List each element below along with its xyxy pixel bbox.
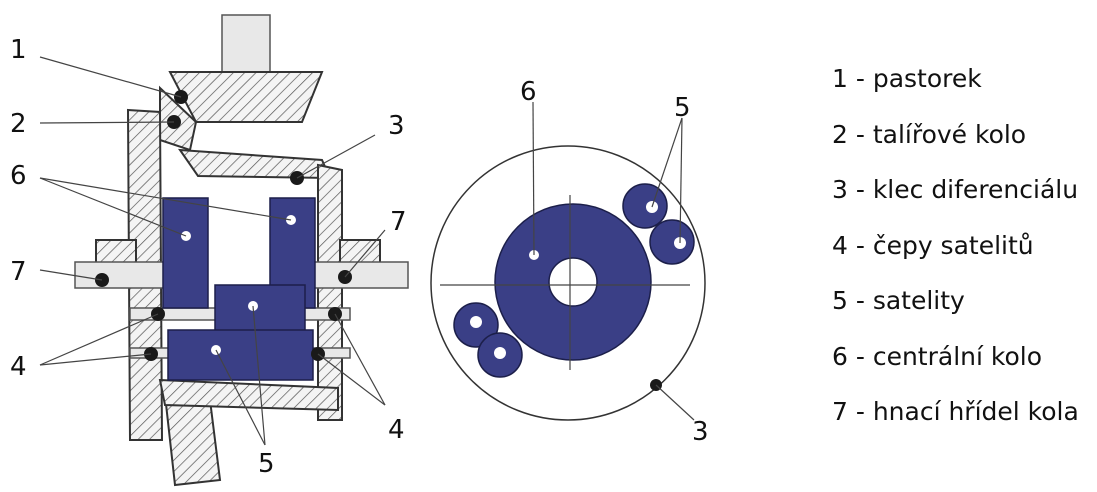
legend-item-4: 4 - čepy satelitů — [832, 230, 1034, 260]
callout-1: 1 — [10, 35, 27, 65]
callout-7-right: 7 — [390, 207, 407, 237]
satellite-lower — [167, 329, 314, 381]
central-gear-left — [162, 197, 209, 309]
sectional-view: 1 2 3 6 7 7 4 4 5 — [10, 14, 409, 487]
center-hole — [548, 257, 598, 307]
callout-7-left: 7 — [10, 257, 27, 287]
front-view: 6 5 3 — [430, 77, 709, 447]
callout-5: 5 — [258, 449, 275, 479]
legend-item-3: 3 - klec diferenciálu — [832, 175, 1079, 204]
legend-item-2: 2 - talířové kolo — [832, 119, 1027, 149]
legend-item-7: 7 - hnací hřídel kola — [832, 397, 1079, 426]
front-callout-3: 3 — [692, 417, 709, 447]
cage-right-wall — [317, 163, 343, 421]
satellite-front-1 — [622, 183, 668, 229]
callout-4-left: 4 — [10, 352, 27, 382]
callout-6: 6 — [10, 161, 27, 191]
satellite-front-2 — [649, 219, 695, 265]
drive-shaft-left — [74, 261, 171, 289]
legend-item-6: 6 - centrální kolo — [832, 341, 1042, 371]
front-callout-5: 5 — [674, 93, 691, 123]
pinion-gear — [168, 71, 324, 123]
cage-outline — [430, 145, 706, 421]
callout-4-right: 4 — [388, 415, 405, 445]
callout-3: 3 — [388, 111, 405, 141]
crown-wheel-lower — [163, 393, 222, 487]
legend: 1 - pastorek 2 - talířové kolo 3 - klec … — [832, 66, 1079, 455]
cage-bottom — [158, 378, 339, 412]
cage-top — [177, 148, 332, 180]
front-callout-6: 6 — [520, 77, 537, 107]
legend-item-1: 1 - pastorek — [832, 64, 982, 93]
legend-item-5: 5 - satelity — [832, 286, 965, 315]
callout-2: 2 — [10, 109, 27, 139]
